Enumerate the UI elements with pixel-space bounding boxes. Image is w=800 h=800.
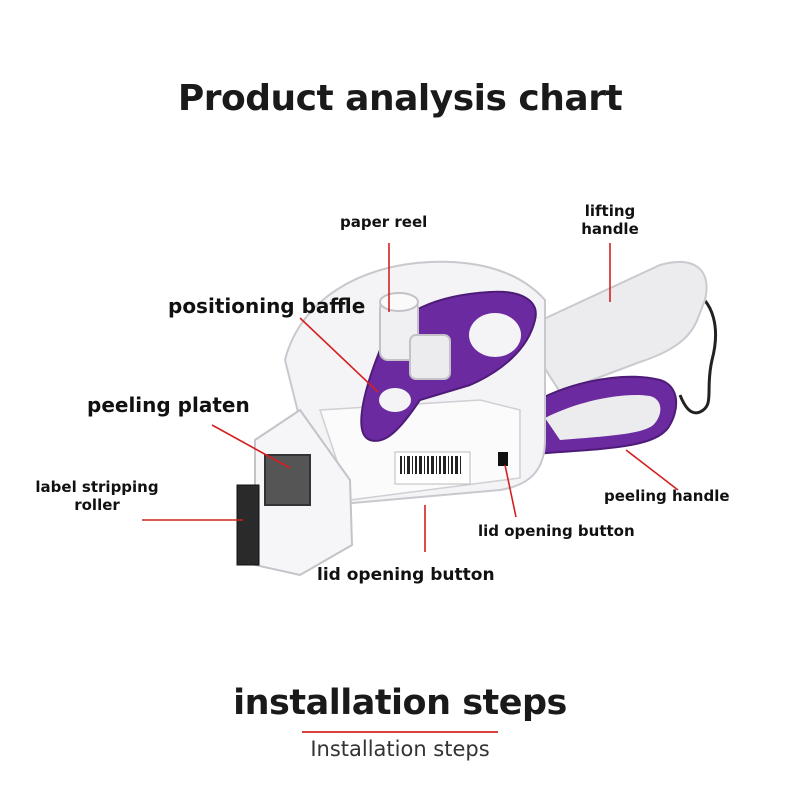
- baffle-hole-1: [469, 313, 521, 357]
- label-stripping-roller: label stripping roller: [35, 478, 159, 514]
- installation-steps-heading: installation steps: [233, 683, 567, 723]
- pointer-peeling-handle: [625, 449, 679, 491]
- label-peeling-platen: peeling platen: [87, 393, 250, 417]
- lid-button-shape: [498, 452, 508, 466]
- pointer-lid-button-right: [504, 464, 517, 518]
- installation-steps-subheading: Installation steps: [310, 737, 490, 761]
- pointer-peeling-platen: [211, 424, 291, 469]
- barcode-bars: [400, 456, 461, 474]
- page-title: Product analysis chart: [177, 78, 623, 119]
- handle-body: [518, 260, 708, 394]
- label-lid-button-bottom: lid opening button: [317, 565, 495, 585]
- reel-collar: [409, 334, 451, 380]
- label-lid-button-right: lid opening button: [478, 522, 635, 540]
- paper-reel-top: [379, 292, 419, 312]
- stripping-roller-shape: [236, 484, 260, 566]
- heading-divider: [302, 731, 498, 733]
- label-paper-reel: paper reel: [340, 213, 428, 231]
- label-peeling-handle: peeling handle: [604, 487, 730, 505]
- platen-window: [264, 454, 311, 506]
- label-positioning-baffle: positioning baffle: [168, 294, 366, 318]
- baffle-hole-2: [379, 388, 411, 412]
- pointer-positioning-baffle: [299, 317, 379, 393]
- lanyard-strap: [678, 288, 717, 415]
- peeling-handle-grip: [545, 394, 661, 440]
- label-lifting-handle: lifting handle: [581, 202, 639, 238]
